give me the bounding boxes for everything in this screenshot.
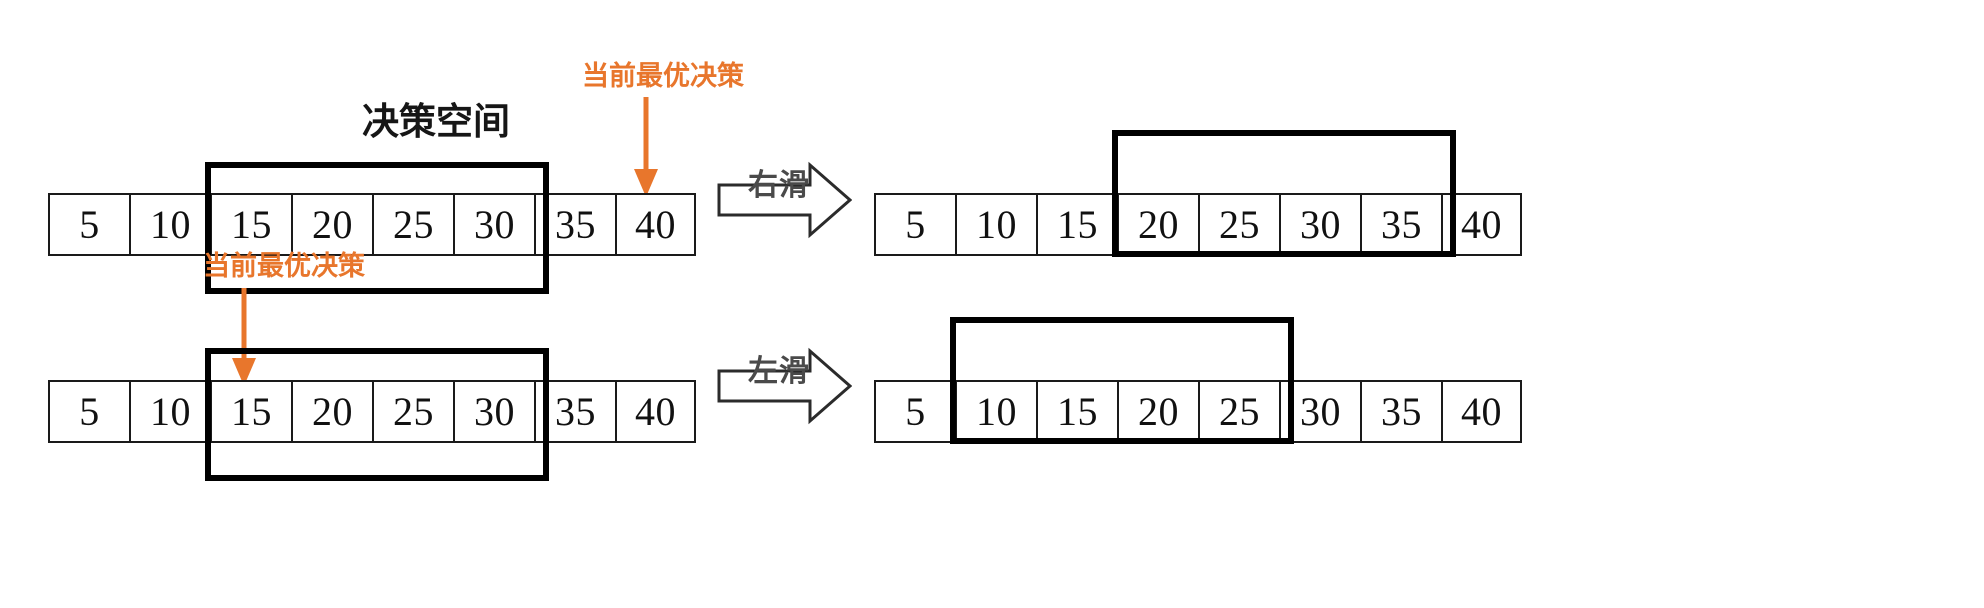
cell[interactable]: 5 — [874, 193, 955, 256]
cell[interactable]: 20 — [1117, 193, 1198, 256]
cell[interactable]: 10 — [955, 380, 1036, 443]
array-row2-before: 5 10 15 20 25 30 35 40 — [48, 380, 696, 443]
cell[interactable]: 40 — [1441, 380, 1522, 443]
cell[interactable]: 35 — [1360, 380, 1441, 443]
cell[interactable]: 5 — [874, 380, 955, 443]
cell[interactable]: 15 — [210, 380, 291, 443]
cell[interactable]: 10 — [955, 193, 1036, 256]
current-best-pointer-arrow-row2 — [232, 288, 256, 386]
cell[interactable]: 30 — [1279, 193, 1360, 256]
cell[interactable]: 15 — [1036, 380, 1117, 443]
cell[interactable]: 25 — [1198, 380, 1279, 443]
array-row2-after: 5 10 15 20 25 30 35 40 — [874, 380, 1522, 443]
cell[interactable]: 25 — [372, 380, 453, 443]
cell[interactable]: 5 — [48, 193, 129, 256]
array-row1-before: 5 10 15 20 25 30 35 40 — [48, 193, 696, 256]
cell[interactable]: 20 — [291, 193, 372, 256]
current-best-label-row2: 当前最优决策 — [203, 251, 365, 282]
cell[interactable]: 35 — [534, 193, 615, 256]
decision-space-label-row1: 决策空间 — [362, 100, 510, 143]
slide-right-label: 右滑 — [748, 168, 810, 203]
cell[interactable]: 35 — [1360, 193, 1441, 256]
current-best-pointer-arrow-row1 — [634, 97, 658, 197]
cell[interactable]: 30 — [453, 193, 534, 256]
cell[interactable]: 40 — [615, 380, 696, 443]
cell[interactable]: 30 — [1279, 380, 1360, 443]
slide-left-label: 左滑 — [748, 354, 810, 389]
cell[interactable]: 15 — [210, 193, 291, 256]
cell[interactable]: 15 — [1036, 193, 1117, 256]
current-best-label-row1: 当前最优决策 — [582, 61, 744, 92]
cell[interactable]: 25 — [372, 193, 453, 256]
cell[interactable]: 20 — [1117, 380, 1198, 443]
cell[interactable]: 20 — [291, 380, 372, 443]
array-row1-after: 5 10 15 20 25 30 35 40 — [874, 193, 1522, 256]
cell[interactable]: 30 — [453, 380, 534, 443]
cell[interactable]: 10 — [129, 193, 210, 256]
cell[interactable]: 10 — [129, 380, 210, 443]
cell[interactable]: 5 — [48, 380, 129, 443]
cell[interactable]: 40 — [1441, 193, 1522, 256]
cell[interactable]: 25 — [1198, 193, 1279, 256]
cell[interactable]: 35 — [534, 380, 615, 443]
cell[interactable]: 40 — [615, 193, 696, 256]
